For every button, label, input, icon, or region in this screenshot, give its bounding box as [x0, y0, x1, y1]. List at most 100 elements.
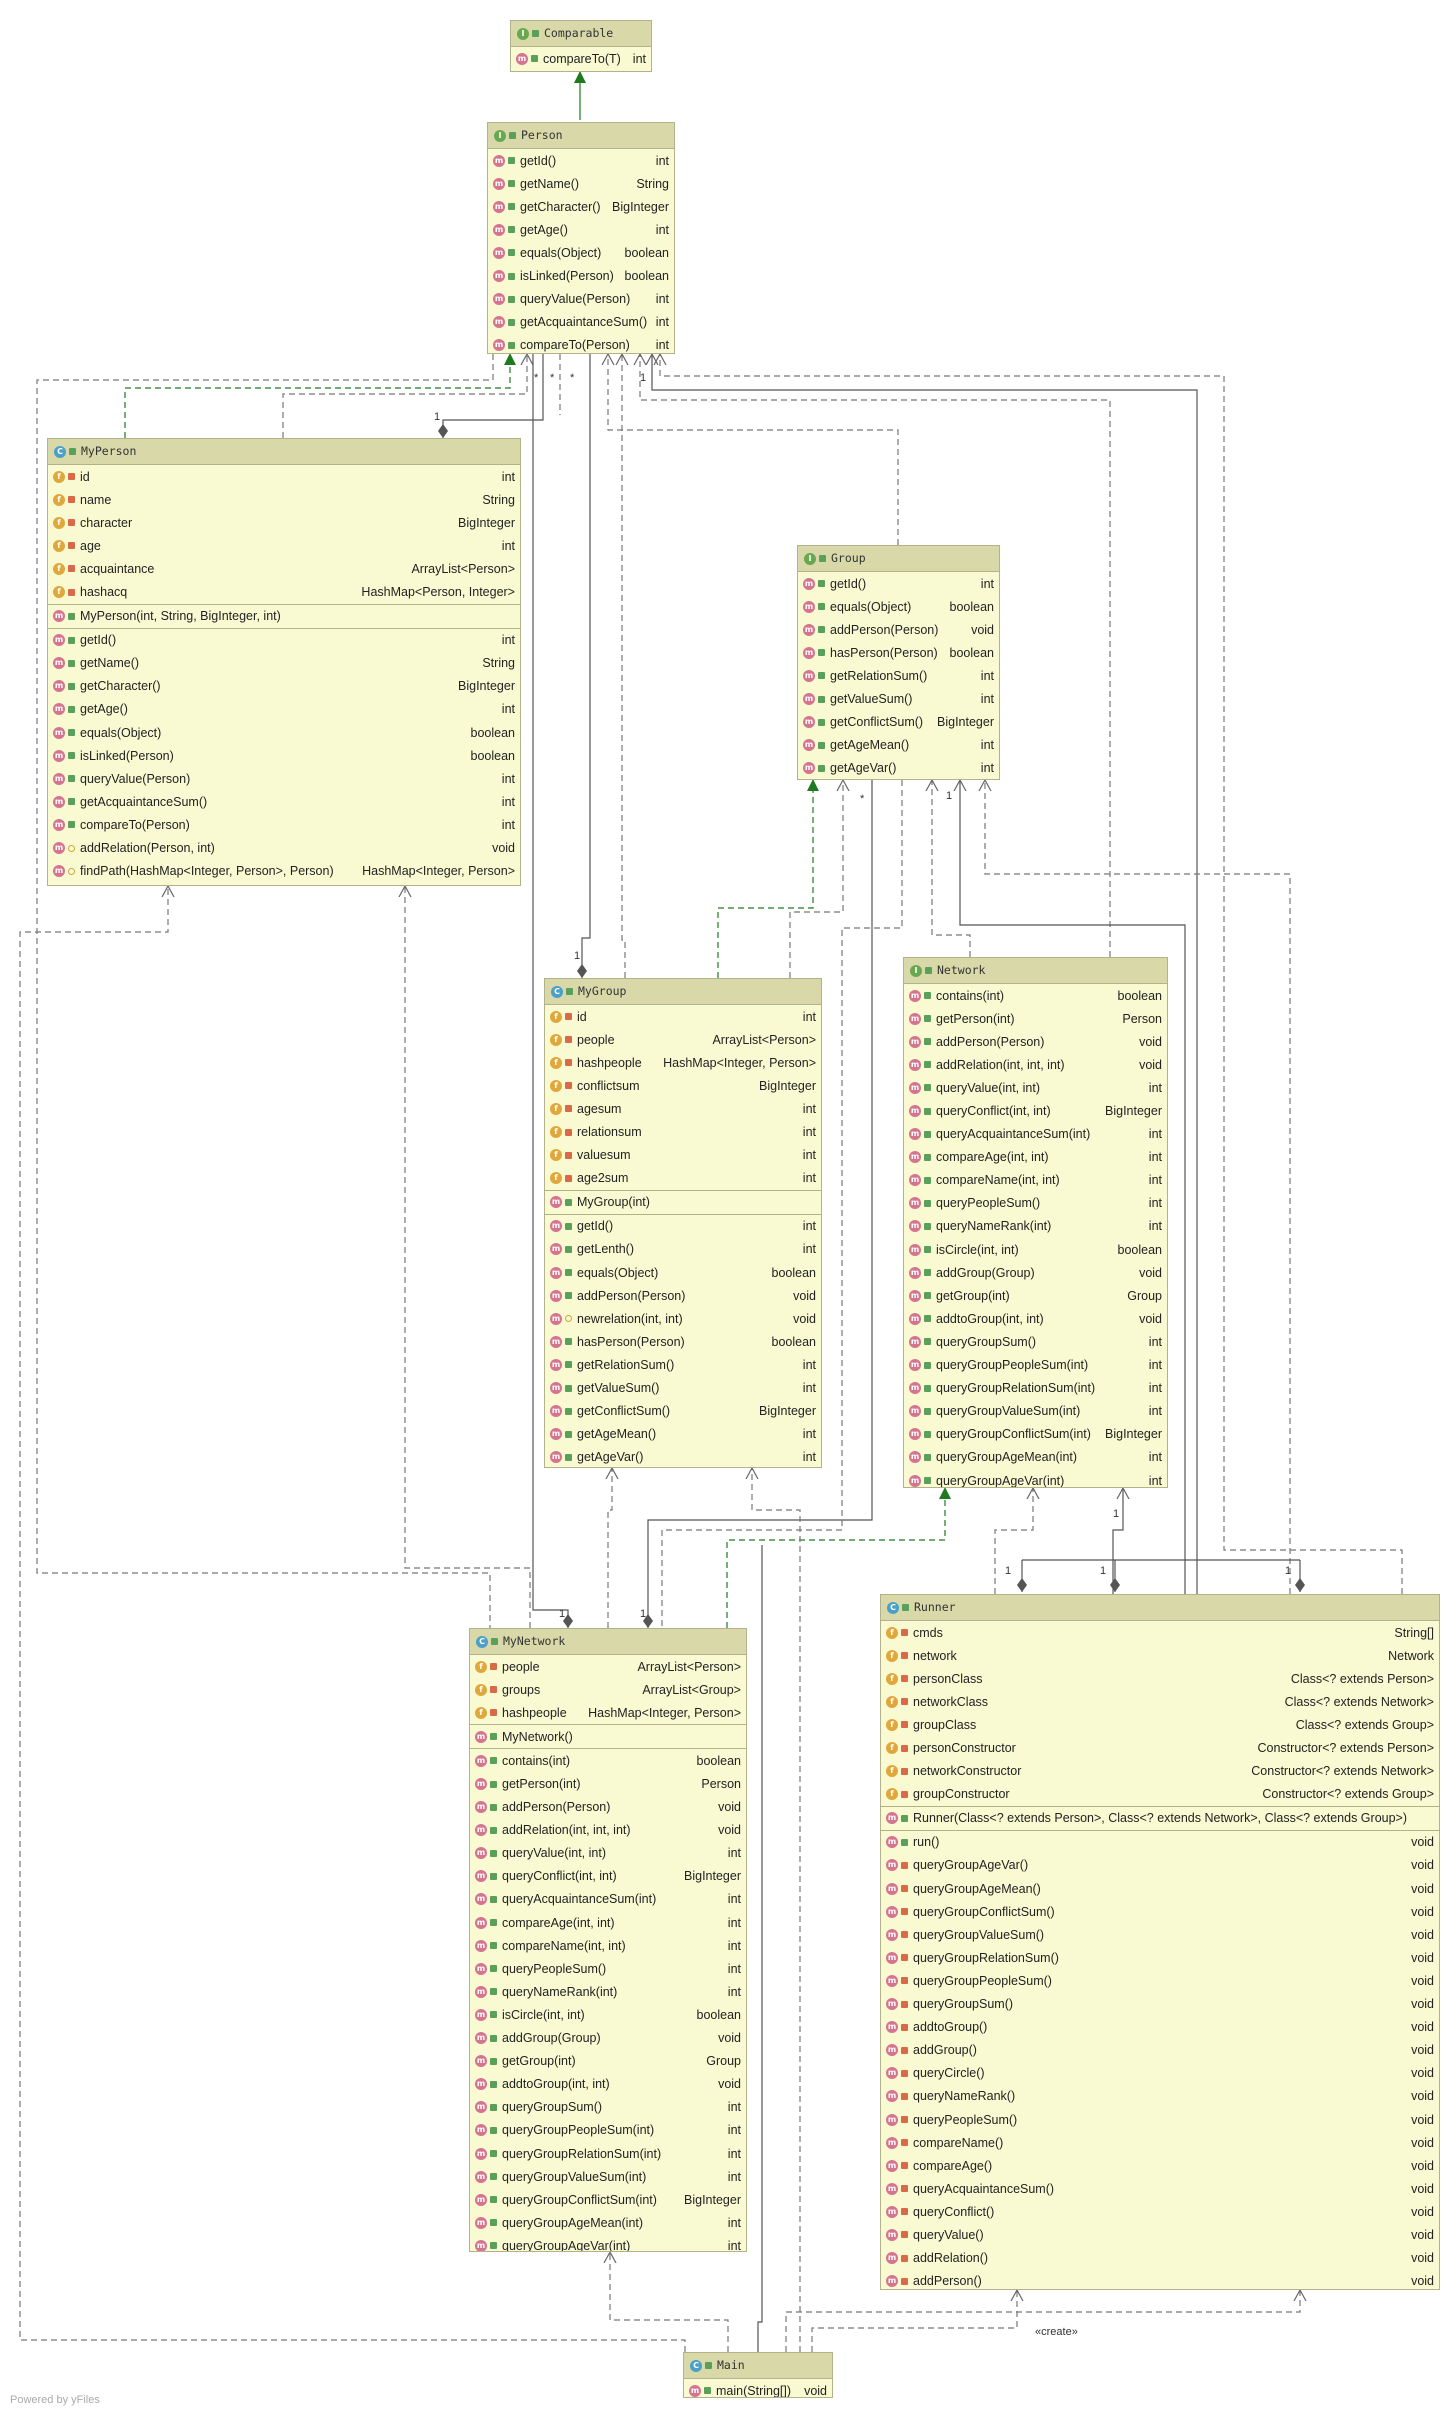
method-row[interactable]: mqueryNameRank()void: [881, 2085, 1439, 2108]
method-row[interactable]: mgetAge()int: [48, 698, 520, 721]
field-row[interactable]: fpersonClassClass<? extends Person>: [881, 1667, 1439, 1690]
method-row[interactable]: mqueryValue()void: [881, 2223, 1439, 2246]
method-row[interactable]: mcompareTo(Person)int: [488, 334, 674, 353]
method-row[interactable]: maddGroup(Group)void: [904, 1261, 1167, 1284]
field-row[interactable]: fcharacterBigInteger: [48, 511, 520, 534]
method-row[interactable]: mqueryGroupValueSum()void: [881, 1923, 1439, 1946]
field-row[interactable]: fgroupConstructorConstructor<? extends G…: [881, 1783, 1439, 1806]
class-box-comparable[interactable]: IComparablemcompareTo(T)int: [510, 20, 652, 72]
method-row[interactable]: mqueryAcquaintanceSum()void: [881, 2177, 1439, 2200]
method-row[interactable]: mqueryGroupValueSum(int)int: [470, 2165, 746, 2188]
method-row[interactable]: mgetValueSum()int: [545, 1377, 821, 1400]
method-row[interactable]: mqueryGroupRelationSum(int)int: [904, 1377, 1167, 1400]
class-box-main[interactable]: CMainmmain(String[])void: [683, 2352, 833, 2398]
method-row[interactable]: mgetAgeMean()int: [798, 734, 999, 757]
field-row[interactable]: fgroupClassClass<? extends Group>: [881, 1713, 1439, 1736]
method-row[interactable]: mgetAcquaintanceSum()int: [48, 790, 520, 813]
method-row[interactable]: mcompareAge(int, int)int: [904, 1146, 1167, 1169]
method-row[interactable]: misLinked(Person)boolean: [48, 744, 520, 767]
method-row[interactable]: mfindPath(HashMap<Integer, Person>, Pers…: [48, 860, 520, 883]
method-row[interactable]: maddRelation()void: [881, 2247, 1439, 2270]
method-row[interactable]: mgetGroup(int)Group: [470, 2050, 746, 2073]
method-row[interactable]: maddtoGroup()void: [881, 2016, 1439, 2039]
method-row[interactable]: mgetAge()int: [488, 218, 674, 241]
field-row[interactable]: frelationsumint: [545, 1120, 821, 1143]
method-row[interactable]: mcompareName(int, int)int: [904, 1169, 1167, 1192]
method-row[interactable]: mgetConflictSum()BigInteger: [798, 711, 999, 734]
field-row[interactable]: fidint: [48, 465, 520, 488]
class-box-person[interactable]: IPersonmgetId()intmgetName()StringmgetCh…: [487, 122, 675, 354]
method-row[interactable]: mequals(Object)boolean: [48, 721, 520, 744]
field-row[interactable]: fcmdsString[]: [881, 1621, 1439, 1644]
method-row[interactable]: mgetAgeVar()int: [545, 1446, 821, 1467]
method-row[interactable]: mgetRelationSum()int: [798, 664, 999, 687]
method-row[interactable]: mqueryGroupConflictSum(int)BigInteger: [470, 2188, 746, 2211]
method-row[interactable]: mcompareAge(int, int)int: [470, 1911, 746, 1934]
method-row[interactable]: mcompareAge()void: [881, 2154, 1439, 2177]
method-row[interactable]: maddRelation(int, int, int)void: [470, 1819, 746, 1842]
method-row[interactable]: maddPerson()void: [881, 2270, 1439, 2289]
method-row[interactable]: mqueryGroupPeopleSum(int)int: [904, 1354, 1167, 1377]
method-row[interactable]: mqueryPeopleSum()void: [881, 2108, 1439, 2131]
method-row[interactable]: mcontains(int)boolean: [470, 1749, 746, 1772]
method-row[interactable]: mequals(Object)boolean: [545, 1261, 821, 1284]
method-row[interactable]: mcontains(int)boolean: [904, 984, 1167, 1007]
method-row[interactable]: mgetValueSum()int: [798, 687, 999, 710]
method-row[interactable]: mgetRelationSum()int: [545, 1353, 821, 1376]
method-row[interactable]: mgetName()String: [48, 652, 520, 675]
field-row[interactable]: fnetworkNetwork: [881, 1644, 1439, 1667]
method-row[interactable]: mMyPerson(int, String, BigInteger, int): [48, 605, 520, 628]
method-row[interactable]: mqueryGroupAgeVar(int)int: [470, 2234, 746, 2251]
method-row[interactable]: maddPerson(Person)void: [904, 1030, 1167, 1053]
method-row[interactable]: mqueryNameRank(int)int: [904, 1215, 1167, 1238]
class-box-network[interactable]: INetworkmcontains(int)booleanmgetPerson(…: [903, 957, 1168, 1488]
method-row[interactable]: mqueryGroupAgeMean(int)int: [904, 1446, 1167, 1469]
method-row[interactable]: mgetLenth()int: [545, 1238, 821, 1261]
method-row[interactable]: mqueryAcquaintanceSum(int)int: [470, 1888, 746, 1911]
method-row[interactable]: maddGroup(Group)void: [470, 2027, 746, 2050]
method-row[interactable]: mqueryValue(Person)int: [488, 288, 674, 311]
method-row[interactable]: mequals(Object)boolean: [488, 241, 674, 264]
field-row[interactable]: fhashpeopleHashMap<Integer, Person>: [470, 1701, 746, 1724]
method-row[interactable]: maddPerson(Person)void: [470, 1796, 746, 1819]
method-row[interactable]: mgetGroup(int)Group: [904, 1284, 1167, 1307]
method-row[interactable]: mequals(Object)boolean: [798, 595, 999, 618]
method-row[interactable]: maddGroup()void: [881, 2039, 1439, 2062]
method-row[interactable]: mqueryGroupSum()void: [881, 1993, 1439, 2016]
class-box-myperson[interactable]: CMyPersonfidintfnameStringfcharacterBigI…: [47, 438, 521, 886]
method-row[interactable]: mcompareName(int, int)int: [470, 1934, 746, 1957]
field-row[interactable]: fagesumint: [545, 1097, 821, 1120]
method-row[interactable]: maddtoGroup(int, int)void: [904, 1307, 1167, 1330]
method-row[interactable]: misCircle(int, int)boolean: [470, 2003, 746, 2026]
class-box-mynetwork[interactable]: CMyNetworkfpeopleArrayList<Person>fgroup…: [469, 1628, 747, 2252]
method-row[interactable]: mqueryAcquaintanceSum(int)int: [904, 1123, 1167, 1146]
method-row[interactable]: mgetName()String: [488, 172, 674, 195]
method-row[interactable]: mgetAgeVar()int: [798, 757, 999, 779]
method-row[interactable]: mMyGroup(int): [545, 1191, 821, 1214]
method-row[interactable]: mgetId()int: [48, 629, 520, 652]
method-row[interactable]: mqueryGroupConflictSum()void: [881, 1900, 1439, 1923]
field-row[interactable]: fnetworkConstructorConstructor<? extends…: [881, 1760, 1439, 1783]
method-row[interactable]: mRunner(Class<? extends Person>, Class<?…: [881, 1807, 1439, 1830]
field-row[interactable]: fage2sumint: [545, 1167, 821, 1190]
method-row[interactable]: mqueryValue(int, int)int: [470, 1842, 746, 1865]
method-row[interactable]: mqueryGroupAgeMean()void: [881, 1877, 1439, 1900]
field-row[interactable]: fidint: [545, 1005, 821, 1028]
method-row[interactable]: mqueryConflict(int, int)BigInteger: [904, 1099, 1167, 1122]
method-row[interactable]: mgetPerson(int)Person: [904, 1007, 1167, 1030]
field-row[interactable]: fpeopleArrayList<Person>: [545, 1028, 821, 1051]
method-row[interactable]: mcompareName()void: [881, 2131, 1439, 2154]
class-box-group[interactable]: IGroupmgetId()intmequals(Object)booleanm…: [797, 545, 1000, 780]
method-row[interactable]: mqueryGroupSum()int: [470, 2096, 746, 2119]
field-row[interactable]: fnameString: [48, 488, 520, 511]
method-row[interactable]: mqueryGroupRelationSum()void: [881, 1946, 1439, 1969]
method-row[interactable]: mgetConflictSum()BigInteger: [545, 1400, 821, 1423]
method-row[interactable]: mqueryValue(Person)int: [48, 767, 520, 790]
method-row[interactable]: mqueryConflict(int, int)BigInteger: [470, 1865, 746, 1888]
method-row[interactable]: maddtoGroup(int, int)void: [470, 2073, 746, 2096]
method-row[interactable]: mmain(String[])void: [684, 2379, 832, 2397]
method-row[interactable]: mgetAgeMean()int: [545, 1423, 821, 1446]
method-row[interactable]: mgetAcquaintanceSum()int: [488, 311, 674, 334]
method-row[interactable]: mhasPerson(Person)boolean: [798, 641, 999, 664]
method-row[interactable]: mqueryPeopleSum()int: [470, 1957, 746, 1980]
